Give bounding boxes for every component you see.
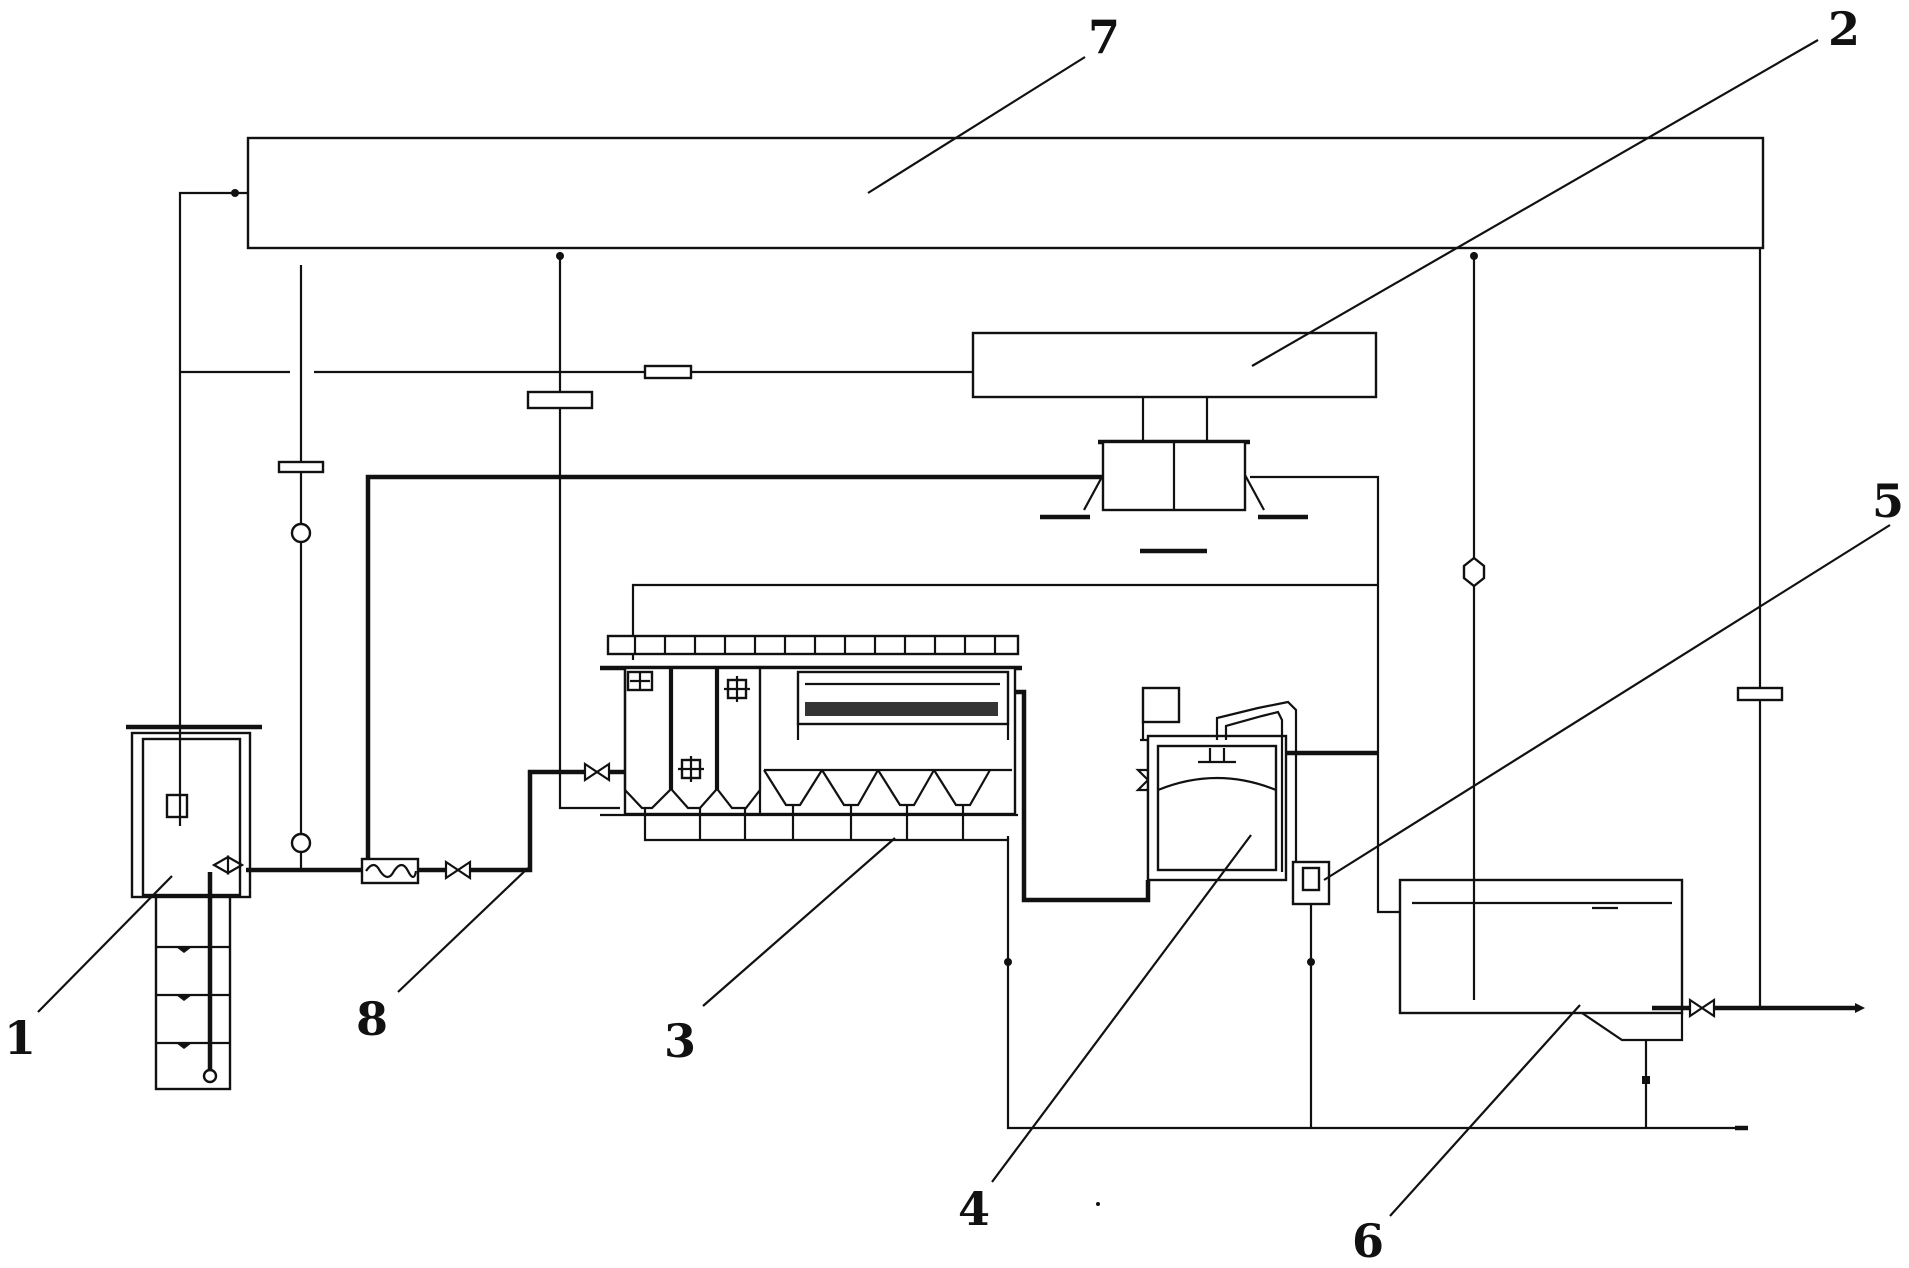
component-5-trap: [1291, 860, 1331, 1128]
label-5: 5: [1872, 474, 1905, 528]
pipe-7-to-reactor: [558, 252, 620, 810]
pipe-well-to-7: [178, 191, 248, 826]
component-1-well: [126, 724, 262, 1091]
label-8: 8: [356, 992, 389, 1046]
label-1: 1: [4, 1011, 37, 1065]
pipe-reactor-to-4: [1015, 689, 1151, 903]
air-pipe: [365, 474, 1400, 914]
component-8-pipe: [246, 761, 625, 885]
component-2-box: [971, 331, 1378, 458]
component-4-settler: [1135, 686, 1298, 882]
drain-line-3: [1006, 836, 1745, 1130]
leader-lines: [37, 39, 1891, 1217]
component-3-reactor: [600, 634, 1022, 842]
label-4: 4: [958, 1182, 991, 1236]
component-7-box: [246, 136, 1765, 250]
label-2: 2: [1828, 2, 1861, 56]
label-3: 3: [664, 1014, 697, 1068]
label-6: 6: [1352, 1214, 1385, 1268]
blower-unit: [1040, 439, 1308, 554]
label-7: 7: [1088, 10, 1121, 64]
component-6-tank: [1398, 878, 1865, 1128]
